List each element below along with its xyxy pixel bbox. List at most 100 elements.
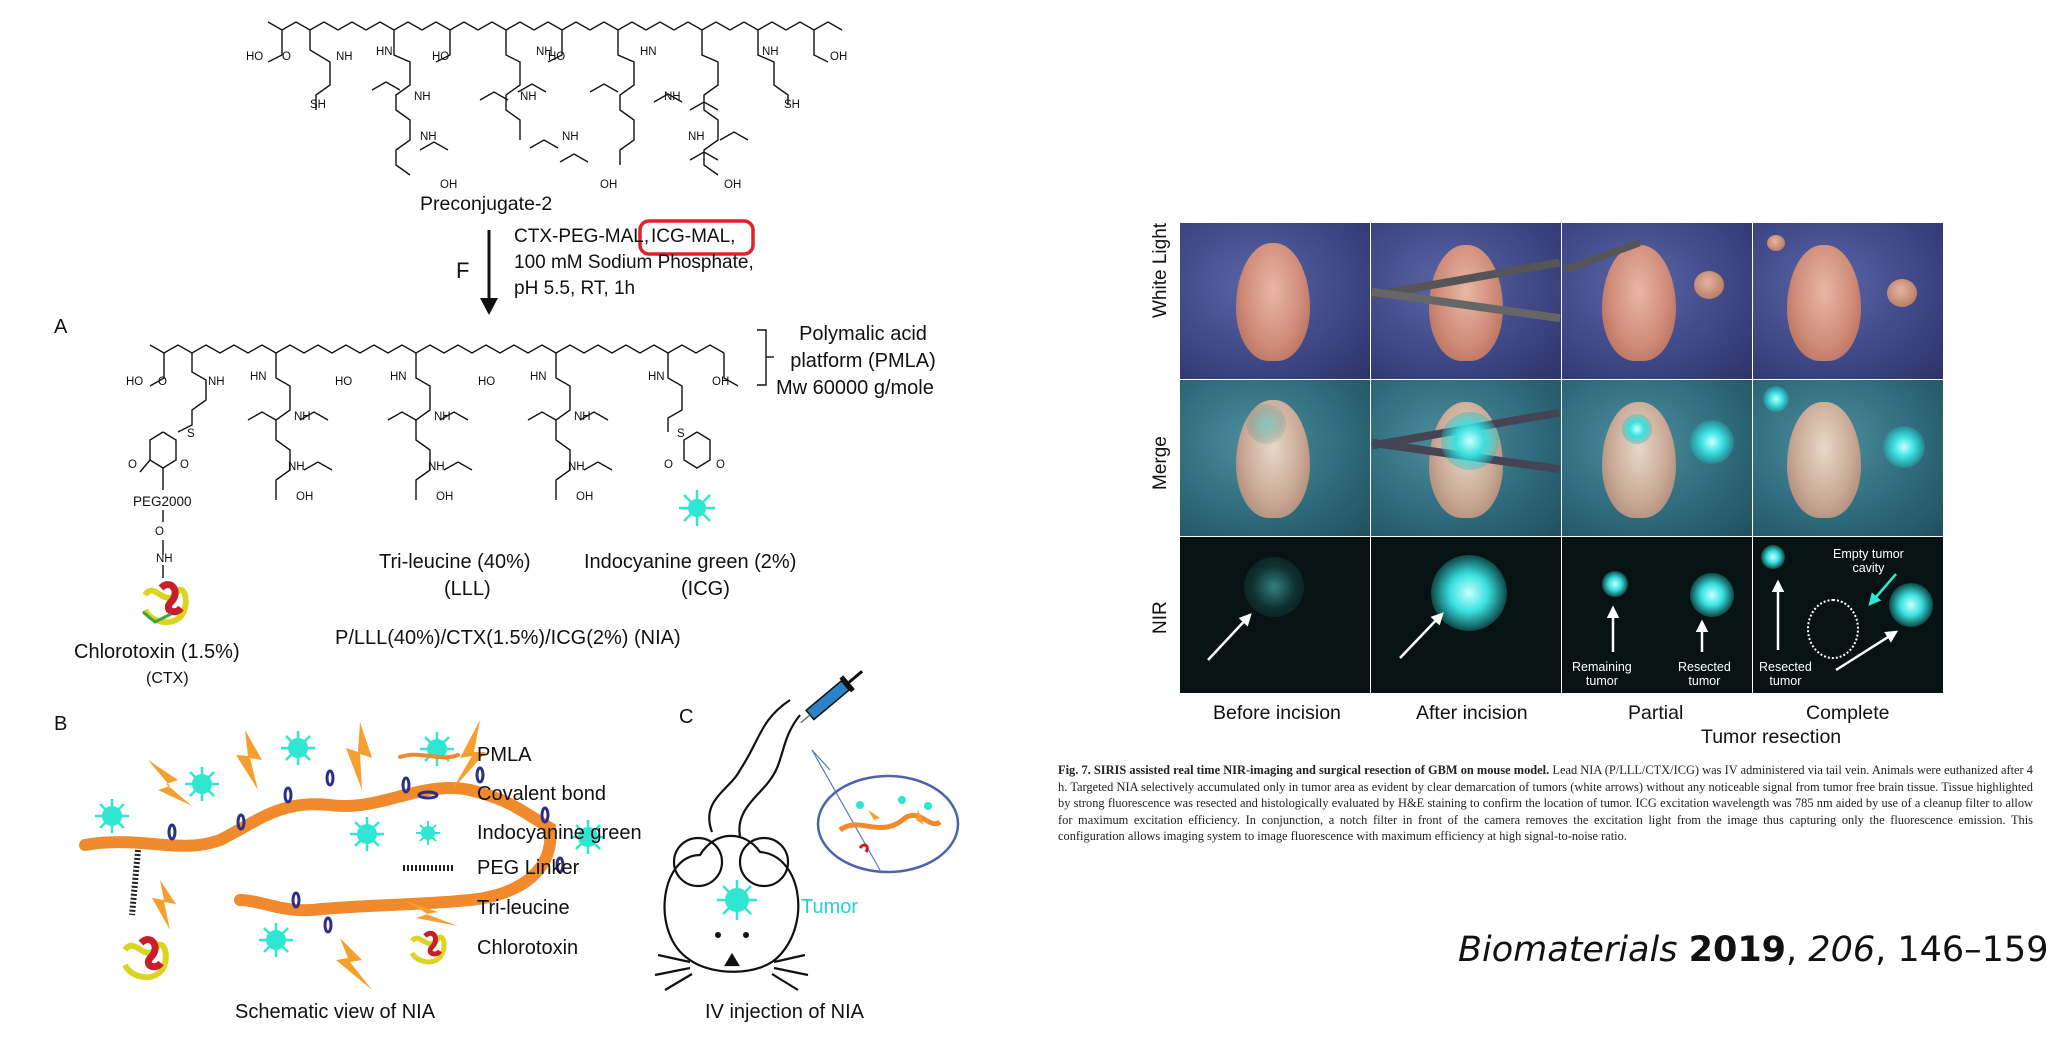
atom-label: HO: [432, 51, 449, 63]
step-letter: F: [456, 258, 470, 283]
legend-ctx-icon: [409, 930, 447, 965]
atom-label: OH: [436, 491, 453, 503]
legend-icg: Indocyanine green: [477, 822, 642, 844]
atom-label: O: [180, 459, 189, 471]
atom-label: O: [716, 459, 725, 471]
atom-label: NH: [336, 51, 353, 63]
tri-leucine-bolt-icons: [148, 720, 486, 990]
panel-c-caption: IV injection of NIA: [705, 1001, 864, 1023]
atom-label: NH: [428, 461, 445, 473]
photo-merge-partial: [1561, 379, 1753, 537]
legend-covalent-bond: Covalent bond: [477, 783, 606, 805]
photo-merge-after: [1370, 379, 1562, 537]
nia-formula: P/LLL(40%)/CTX(1.5%)/ICG(2%) (NIA): [335, 627, 681, 649]
atom-label: OH: [600, 179, 617, 191]
legend-icg-icon: [416, 821, 440, 845]
icg-star-icons: [95, 731, 605, 957]
atom-label: O: [155, 526, 164, 538]
atom-label: S: [677, 428, 685, 440]
citation-volume: 206: [1808, 930, 1876, 970]
nia-backbone: [149, 344, 725, 354]
reaction-arrow-head: [480, 298, 498, 315]
atom-label: HN: [640, 46, 657, 58]
legend-pmla: PMLA: [477, 744, 532, 766]
preconjugate-structure: [267, 21, 843, 176]
panel-b-caption: Schematic view of NIA: [235, 1001, 436, 1023]
atom-label: OH: [830, 51, 847, 63]
empty-cavity-outline: [1807, 599, 1859, 659]
tumor-label: Tumor: [801, 896, 859, 918]
mouse-drawing: [654, 699, 809, 991]
caption-body: Lead NIA (P/LLL/CTX/ICG) was IV administ…: [1058, 763, 2033, 843]
atom-label: HN: [530, 371, 547, 383]
atom-label: NH: [762, 46, 779, 58]
nia-structure: [139, 329, 774, 578]
row-label-white-light: White Light: [1150, 222, 1171, 318]
label-remaining-tumor: Remaining tumor: [1572, 660, 1632, 688]
mouse-tumor-icg-icon: [717, 880, 757, 920]
atom-label: NH: [688, 131, 705, 143]
panel-c-letter: C: [679, 706, 694, 728]
peg-linker: [129, 849, 141, 916]
figure-7-caption: Fig. 7. SIRIS assisted real time NIR-ima…: [1058, 762, 2033, 845]
icg-abbrev: (ICG): [681, 578, 730, 600]
atom-label: OH: [440, 179, 457, 191]
platform-note-line3: Mw 60000 g/mole: [776, 377, 934, 399]
photo-nir-complete: Empty tumor cavity Resected tumor: [1752, 536, 1944, 694]
atom-label: O: [158, 376, 167, 388]
atom-label: HN: [390, 371, 407, 383]
lll-abbrev: (LLL): [444, 578, 491, 600]
preconjugate-label: Preconjugate-2: [420, 193, 553, 215]
atom-label: HO: [126, 376, 143, 388]
label-resected-tumor-partial: Resected tumor: [1678, 660, 1731, 688]
atom-label: HO: [548, 51, 565, 63]
atom-label: O: [664, 459, 673, 471]
icg-dye-icon: [679, 490, 715, 526]
photo-white-light-complete: [1752, 222, 1944, 380]
label-resected-tumor-complete: Resected tumor: [1759, 660, 1812, 688]
atom-label: OH: [724, 179, 741, 191]
atom-label: O: [282, 51, 291, 63]
reagent-ctx-peg-mal: CTX-PEG-MAL,: [514, 226, 650, 247]
photo-white-light-before: [1179, 222, 1371, 380]
zoom-nanoparticle-circle: [816, 774, 960, 874]
atom-label: HN: [250, 371, 267, 383]
legend-trileucine-icon: [403, 900, 458, 926]
atom-label: OH: [296, 491, 313, 503]
row-label-nir: NIR: [1150, 601, 1171, 634]
atom-label: NH: [536, 46, 553, 58]
lll-label: Tri-leucine (40%): [379, 551, 531, 573]
atom-label: SH: [784, 99, 800, 111]
atom-label: NH: [294, 411, 311, 423]
col-label-before-incision: Before incision: [1213, 702, 1341, 724]
preconjugate-backbone: [267, 21, 843, 31]
photo-merge-before: [1179, 379, 1371, 537]
legend-peg-linker: PEG Linker: [477, 857, 580, 879]
reagent-icg-mal: ICG-MAL,: [651, 226, 736, 247]
atom-label: S: [187, 428, 195, 440]
chemistry-scheme: HO O NH SH HN NH HO NH OH NH HO NH NH OH…: [79, 21, 960, 991]
atom-label: SH: [310, 99, 326, 111]
tumor-resection-label: Tumor resection: [1701, 726, 1842, 748]
panel-b-letter: B: [54, 713, 68, 735]
photo-nir-partial: Remaining tumor Resected tumor: [1561, 536, 1753, 694]
legend-tri-leucine: Tri-leucine: [477, 897, 570, 919]
atom-label: NH: [568, 461, 585, 473]
atom-label: NH: [208, 376, 225, 388]
atom-label: HO: [335, 376, 352, 388]
legend-icons: [398, 752, 460, 965]
peg2000-label: PEG2000: [133, 494, 192, 509]
legend-pmla-icon: [398, 752, 460, 760]
atom-label: NH: [288, 461, 305, 473]
ctx-abbrev: (CTX): [146, 670, 189, 687]
atom-label: NH: [562, 131, 579, 143]
syringe-icon: [800, 670, 864, 724]
reagent-conditions: pH 5.5, RT, 1h: [514, 278, 636, 299]
legend-bond-icon: [417, 790, 439, 800]
col-label-complete: Complete: [1806, 702, 1890, 724]
atom-label: OH: [576, 491, 593, 503]
atom-label: NH: [664, 91, 681, 103]
atom-label: NH: [420, 131, 437, 143]
atom-label: HN: [376, 46, 393, 58]
mouse-eye-left: [715, 932, 721, 938]
